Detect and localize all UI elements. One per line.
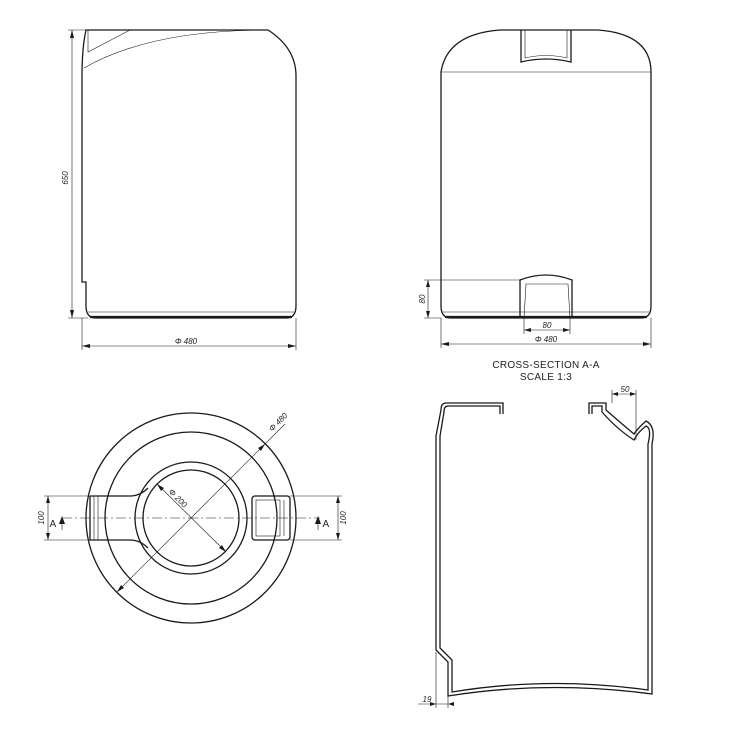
top-view-outer-arrow-a <box>117 585 124 592</box>
section-view-wall-outer <box>439 405 651 693</box>
front-view-diameter-dim: Φ 480 <box>175 337 198 346</box>
side-view: 80 80 Φ 480 <box>418 29 652 348</box>
side-view-top-spout <box>520 30 572 63</box>
section-view-scale: SCALE 1:3 <box>520 372 572 383</box>
section-view-wall-dim: 19 <box>423 695 432 704</box>
side-view-bottom-outlet-inner <box>523 283 571 319</box>
top-view-outer-diameter-dim: Φ 480 <box>267 411 289 433</box>
front-view-height-dim: 650 <box>61 171 70 185</box>
side-view-outlet-arrow-bottom <box>426 311 430 318</box>
section-view-title: CROSS-SECTION A-A <box>492 360 599 371</box>
top-view-section-marker-left: A <box>50 519 57 530</box>
side-view-outlet-height-dim: 80 <box>418 294 427 303</box>
section-view-wall-inner <box>435 402 654 697</box>
top-view-opening-diameter-dim: Φ 200 <box>167 487 189 509</box>
top-view-section-arrow-right <box>315 516 321 524</box>
front-view-dia-arrow-left <box>82 344 90 348</box>
top-view-outer-dia-line <box>116 423 286 593</box>
front-view: 650 Φ 480 <box>61 29 297 350</box>
side-view-diameter-dim: Φ 480 <box>535 335 558 344</box>
front-view-height-arrow-bottom <box>70 310 74 318</box>
section-view-lip-dim: 50 <box>621 385 630 394</box>
front-view-height-arrow-top <box>70 30 74 38</box>
top-view-left-width-dim: 100 <box>37 511 46 525</box>
section-view: CROSS-SECTION A-A SCALE 1:3 50 19 <box>418 360 654 708</box>
top-view: Φ 200 Φ 480 100 A 100 A <box>37 411 348 624</box>
front-view-shoulder <box>83 29 269 69</box>
top-view-left-arrow-bottom <box>46 533 50 540</box>
section-view-wall-arrow-left <box>430 702 436 706</box>
top-view-opening-arrow-a <box>157 484 164 491</box>
top-view-right-arrow-top <box>336 496 340 503</box>
side-view-outlet-width-dim: 80 <box>543 321 552 330</box>
front-view-body <box>81 29 297 319</box>
section-view-wall-arrow-right <box>448 702 454 706</box>
side-view-dia-arrow-left <box>441 342 449 346</box>
top-view-right-arrow-bottom <box>336 533 340 540</box>
top-view-opening-arrow-b <box>219 545 226 552</box>
side-view-outlet-width-arrow-left <box>524 328 531 332</box>
side-view-top-spout-inner <box>524 30 568 59</box>
side-view-outlet-arrow-top <box>426 280 430 287</box>
top-view-section-arrow-left <box>59 516 65 524</box>
front-view-handle <box>87 29 131 53</box>
top-view-right-width-dim: 100 <box>339 511 348 525</box>
top-view-outer-arrow-b <box>258 444 265 451</box>
top-view-left-spout <box>89 487 149 549</box>
section-view-lip-arrow-left <box>612 392 618 396</box>
side-view-dia-arrow-right <box>643 342 651 346</box>
side-view-outlet-width-arrow-right <box>563 328 570 332</box>
top-view-section-marker-right: A <box>323 519 330 530</box>
top-view-left-arrow-top <box>46 496 50 503</box>
section-view-lip-arrow-right <box>630 392 636 396</box>
front-view-dia-arrow-right <box>288 344 296 348</box>
side-view-bottom-outlet <box>519 274 573 318</box>
